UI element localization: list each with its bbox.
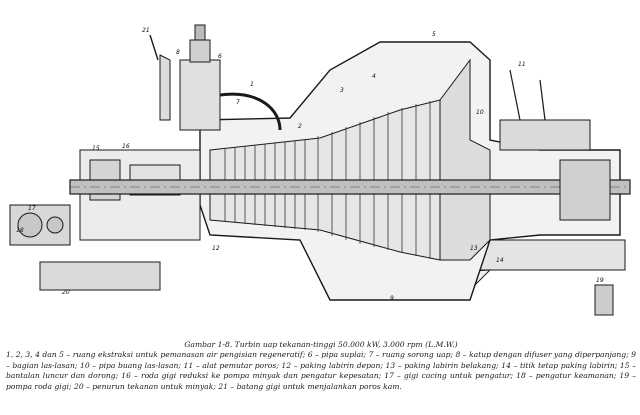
callout-1: 1 xyxy=(250,81,254,88)
figure-number: Gambar 1-8. xyxy=(184,340,233,349)
caption-legend: 1, 2, 3, 4 dan 5 – ruang ekstraksi untuk… xyxy=(6,350,636,391)
callout-18: 18 xyxy=(16,227,24,234)
callout-19: 19 xyxy=(596,277,604,284)
callout-10: 10 xyxy=(476,109,484,116)
figure-caption: Gambar 1-8. Turbin uap tekanan-tinggi 50… xyxy=(6,340,636,392)
callout-8: 8 xyxy=(176,49,180,56)
callout-20: 20 xyxy=(62,289,70,296)
callout-5: 5 xyxy=(432,31,436,38)
callout-21: 21 xyxy=(142,27,150,34)
callout-11: 11 xyxy=(518,61,526,68)
callout-15: 15 xyxy=(92,145,100,152)
callout-4: 4 xyxy=(372,73,376,80)
steam-chest xyxy=(149,24,282,131)
front-pedestal xyxy=(9,149,201,246)
callout-2: 2 xyxy=(298,123,302,130)
callout-labels: 21 1 2 3 4 5 6 7 8 9 10 11 12 13 14 15 1… xyxy=(16,27,604,302)
callout-3: 3 xyxy=(340,87,344,94)
callout-12: 12 xyxy=(212,245,220,252)
callout-17: 17 xyxy=(28,205,36,212)
callout-14: 14 xyxy=(496,257,504,264)
callout-7: 7 xyxy=(236,99,240,106)
callout-9: 9 xyxy=(390,295,394,302)
callout-13: 13 xyxy=(470,245,478,252)
turbine-cross-section-drawing: 21 1 2 3 4 5 6 7 8 9 10 11 12 13 14 15 1… xyxy=(9,24,631,316)
rotor-shaft xyxy=(69,179,631,195)
caption-title-line: Gambar 1-8. Turbin uap tekanan-tinggi 50… xyxy=(6,340,636,350)
figure-title: Turbin uap tekanan-tinggi 50.000 kW, 3.0… xyxy=(234,340,458,349)
rear-bearing xyxy=(499,69,614,316)
callout-16: 16 xyxy=(122,143,130,150)
callout-6: 6 xyxy=(218,53,222,60)
